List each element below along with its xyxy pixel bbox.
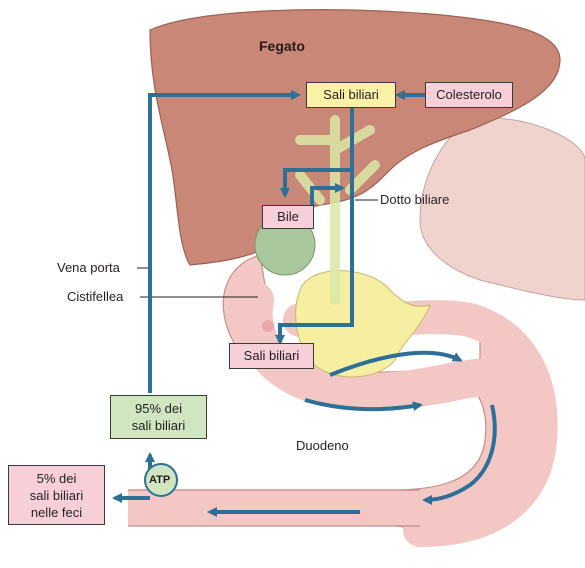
bile-duct-label: Dotto biliare	[380, 192, 450, 207]
bile-release-arrow	[310, 183, 345, 205]
reabsorbed-line-2: sali biliari	[131, 418, 186, 433]
bile-box: Bile	[262, 205, 314, 229]
bile-salts-liver-box: Sali biliari	[306, 82, 396, 108]
reabsorbed-line-1: 95% dei	[135, 401, 182, 416]
gallbladder-label: Cistifellea	[67, 289, 124, 304]
cholesterol-box: Colesterolo	[425, 82, 513, 108]
gallbladder-loop-arrow	[280, 168, 352, 198]
atp-transporter-circle	[144, 463, 178, 497]
feces-line-2: sali biliari	[29, 488, 84, 503]
flow-arrow-duodenum-top	[329, 350, 463, 377]
flow-arrow-duodenum-bottom	[304, 398, 423, 412]
reabsorbed-bile-salts-box: 95% dei sali biliari	[110, 395, 207, 439]
flow-arrow-jejunum	[422, 404, 497, 505]
feces-bile-salts-box: 5% dei sali biliari nelle feci	[8, 465, 105, 525]
portal-vein-label: Vena porta	[57, 260, 120, 275]
duodenum-c-loop	[234, 281, 524, 412]
stomach-shape	[419, 117, 585, 301]
liver-label: Fegato	[259, 38, 305, 54]
portal-return-arrow	[148, 90, 301, 393]
duodenum-label: Duodeno	[296, 438, 349, 453]
bile-salts-duodenum-box: Sali biliari	[229, 343, 314, 369]
feces-line-1: 5% dei	[36, 471, 77, 486]
papilla-marker	[262, 320, 274, 332]
feces-line-3: nelle feci	[30, 505, 83, 520]
bile-duct-arrow	[275, 108, 354, 345]
atp-label: ATP	[149, 474, 171, 486]
